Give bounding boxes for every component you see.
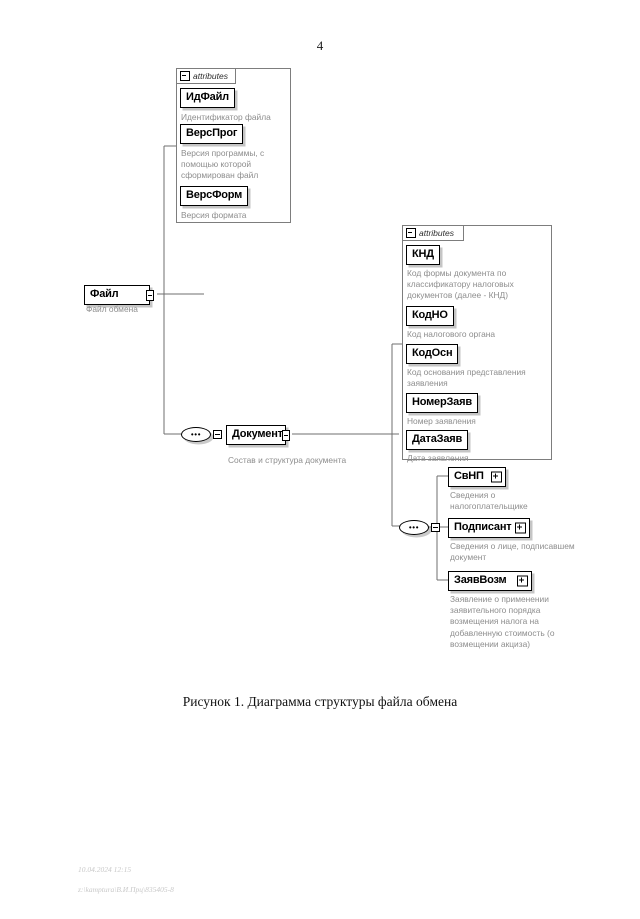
sequence-joint-document[interactable] bbox=[431, 523, 440, 532]
attribute-description-kodno: Код налогового органа bbox=[407, 329, 496, 339]
page-number: 4 bbox=[316, 38, 324, 53]
element-label-svnp: СвНП bbox=[454, 470, 484, 482]
attributes-tab-label-document: attributes bbox=[419, 227, 454, 238]
attribute-description-knd: Код формы документа по классификатору на… bbox=[407, 268, 514, 301]
sequence-joint-file[interactable] bbox=[213, 430, 222, 439]
attribute-box-versform[interactable]: ВерсФорм bbox=[180, 186, 249, 206]
element-description-fajl: Файл обмена bbox=[86, 304, 138, 314]
attribute-label-idfajl: ИдФайл bbox=[186, 91, 229, 103]
attribute-label-nomerzayav: НомерЗаяв bbox=[412, 396, 472, 408]
element-box-dokument[interactable]: Документ bbox=[226, 425, 290, 445]
attribute-description-datazayav: Дата заявления bbox=[407, 453, 469, 463]
figure-caption: Рисунок 1. Диаграмма структуры файла обм… bbox=[182, 694, 458, 709]
attribute-description-idfajl: Идентификатор файла bbox=[181, 112, 271, 122]
sequence-compositor-file[interactable]: ••• bbox=[181, 427, 211, 442]
expand-nub-icon-dokument[interactable] bbox=[282, 429, 290, 441]
expand-plus-icon-zayavvozm[interactable] bbox=[517, 575, 528, 587]
collapse-minus-icon[interactable] bbox=[180, 71, 190, 81]
attributes-tab-label: attributes bbox=[193, 70, 228, 81]
attribute-description-nomerzayav: Номер заявления bbox=[407, 416, 476, 426]
attribute-label-versform: ВерсФорм bbox=[186, 189, 243, 201]
attribute-box-idfajl[interactable]: ИдФайл bbox=[180, 88, 235, 108]
expand-plus-icon-podpisant[interactable] bbox=[515, 522, 526, 534]
element-label-podpisant: Подписант bbox=[454, 521, 512, 533]
attribute-label-knd: КНД bbox=[412, 248, 434, 260]
footer-path: z:\kamptura\В.И.Прц\835405-8 bbox=[78, 885, 174, 894]
sequence-dots-icon: ••• bbox=[190, 429, 202, 439]
element-description-dokument: Состав и структура документа bbox=[228, 455, 347, 465]
attribute-description-versform: Версия формата bbox=[181, 210, 247, 220]
attribute-box-kodosn[interactable]: КодОсн bbox=[406, 344, 459, 364]
attribute-label-datazayav: ДатаЗаяв bbox=[412, 433, 463, 445]
expand-plus-icon-svnp[interactable] bbox=[491, 471, 502, 483]
sequence-compositor-document[interactable]: ••• bbox=[399, 520, 429, 535]
element-description-zayavvozm: Заявление о применении заявительного пор… bbox=[450, 594, 555, 649]
attributes-tab-file[interactable]: attributes bbox=[176, 68, 236, 84]
expand-nub-icon[interactable] bbox=[146, 289, 154, 301]
attribute-box-nomerzayav[interactable]: НомерЗаяв bbox=[406, 393, 478, 413]
attributes-tab-document[interactable]: attributes bbox=[402, 225, 464, 241]
attribute-description-kodosn: Код основания представления заявления bbox=[407, 367, 526, 389]
attribute-label-kodno: КодНО bbox=[412, 309, 448, 321]
attribute-box-versprog[interactable]: ВерсПрог bbox=[180, 124, 244, 144]
element-box-svnp[interactable]: СвНП bbox=[448, 467, 506, 487]
xsd-structure-diagram: Файл Файл обмена attributes ИдФайл Идент… bbox=[84, 68, 575, 649]
attribute-box-knd[interactable]: КНД bbox=[406, 245, 440, 265]
footer-timestamp: 10.04.2024 12:15 bbox=[78, 865, 132, 874]
attribute-label-kodosn: КодОсн bbox=[412, 347, 453, 359]
element-box-fajl[interactable]: Файл bbox=[84, 285, 154, 305]
page-footer: 10.04.2024 12:15 z:\kamptura\В.И.Прц\835… bbox=[78, 855, 174, 905]
element-box-zayavvozm[interactable]: ЗаявВозм bbox=[448, 571, 532, 591]
element-label-fajl: Файл bbox=[90, 288, 119, 300]
collapse-minus-icon-document[interactable] bbox=[406, 228, 416, 238]
attribute-description-versprog: Версия программы, с помощью которой сфор… bbox=[181, 148, 265, 181]
sequence-dots-icon-document: ••• bbox=[408, 522, 420, 532]
element-description-svnp: Сведения о налогоплательщике bbox=[450, 490, 528, 512]
attribute-label-versprog: ВерсПрог bbox=[186, 127, 238, 139]
element-label-zayavvozm: ЗаявВозм bbox=[454, 574, 507, 586]
attribute-box-datazayav[interactable]: ДатаЗаяв bbox=[406, 430, 469, 450]
attribute-box-kodno[interactable]: КодНО bbox=[406, 306, 454, 326]
element-label-dokument: Документ bbox=[232, 428, 283, 440]
element-description-podpisant: Сведения о лице, подписавшем документ bbox=[450, 541, 575, 563]
element-box-podpisant[interactable]: Подписант bbox=[448, 518, 530, 538]
